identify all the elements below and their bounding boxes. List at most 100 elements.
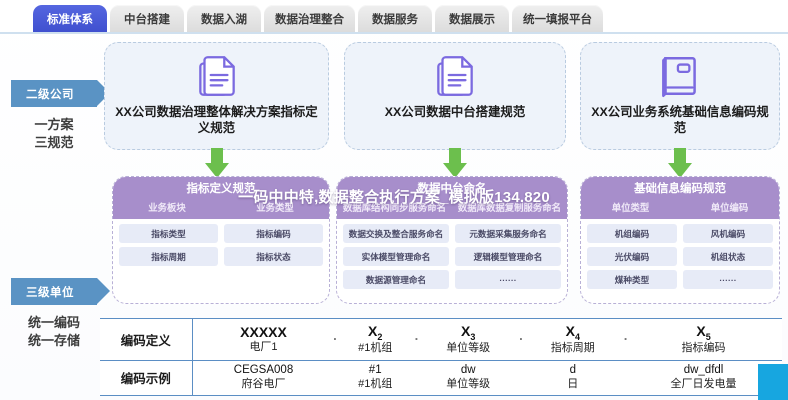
tab-unified-reporting[interactable]: 统一填报平台 [512, 5, 603, 32]
table-row: 编码定义 XXXXX 电厂1 · X2 #1机组 · X3 单位等级 · [100, 319, 782, 361]
tab-label: 数据入湖 [201, 13, 247, 26]
panel-cell[interactable]: 煤种类型 [587, 270, 677, 289]
rail-caption-line-1: 一方案 [34, 117, 74, 132]
segment-code-base: X [565, 322, 575, 339]
tab-data-service[interactable]: 数据服务 [358, 5, 432, 32]
definition-segment-3: X3 单位等级 · [415, 319, 523, 361]
definition-segment-2: X2 #1机组 · [334, 319, 419, 361]
panel-cell[interactable]: 数据源管理命名 [343, 270, 449, 289]
row-label-example: 编码示例 [100, 360, 193, 395]
panel-subheaders: 单位类型 单位编码 [581, 196, 779, 214]
panel-subheader: 数据库数据复制服务命名 [457, 202, 562, 213]
panel-row: 实体模型管理命名 逻辑模型管理命名 [343, 247, 561, 266]
segment-code: dw_dfdl [683, 364, 724, 377]
panel-subheader: 业务板块 [148, 202, 186, 213]
panel-subheader: 业务类型 [256, 202, 294, 213]
segment-meaning: 指标编码 [681, 342, 726, 355]
panel-body: 机组编码 风机编码 光伏编码 机组状态 煤种类型 ······ [581, 219, 779, 293]
segment-meaning: 电厂1 [249, 340, 278, 353]
segment-code: CEGSA008 [233, 364, 294, 377]
panel-cell[interactable]: 指标编码 [224, 224, 323, 243]
coding-rule-table: 编码定义 XXXXX 电厂1 · X2 #1机组 · X3 单位等级 · [100, 318, 782, 396]
panel-cell[interactable]: 指标类型 [119, 224, 218, 243]
card-title: XX公司数据中台搭建规范 [384, 105, 526, 119]
segment-meaning: #1机组 [358, 377, 393, 390]
panel-cell[interactable]: 数据交换及整合服务命名 [343, 224, 449, 243]
card-basic-info-coding[interactable]: XX公司业务系统基础信息编码规范 [580, 42, 780, 150]
tab-data-display[interactable]: 数据展示 [435, 5, 509, 32]
segment-code: dw [460, 364, 476, 377]
example-segment-3: dw 单位等级 [416, 360, 521, 395]
panel-cell[interactable]: 实体模型管理命名 [343, 247, 449, 266]
tab-data-lake[interactable]: 数据入湖 [187, 5, 261, 32]
segment-code: X5 [625, 323, 782, 342]
card-title: XX公司数据治理整体解决方案指标定义规范 [115, 105, 318, 135]
panel-title: 基础信息编码规范 [634, 183, 726, 195]
segment-meaning: 单位等级 [446, 342, 491, 355]
panel-body: 数据交换及整合服务命名 元数据采集服务命名 实体模型管理命名 逻辑模型管理命名 … [337, 219, 567, 293]
panel-title: 数据中台命名 [417, 183, 487, 195]
rail-caption-line-2: 统一存储 [27, 332, 80, 348]
table-row: 编码示例 CEGSA008 府谷电厂 #1 #1机组 dw 单位等级 d 日 [100, 360, 782, 395]
panel-subheader: 单位编码 [710, 202, 749, 213]
segment-meaning: 指标周期 [550, 342, 595, 355]
panel-cell[interactable]: 指标状态 [224, 247, 323, 266]
panel-row: 指标类型 指标编码 [119, 224, 323, 243]
card-indicator-definition[interactable]: XX公司数据治理整体解决方案指标定义规范 [104, 42, 329, 150]
panel-subheaders: 业务板块 业务类型 [113, 196, 329, 214]
panel-cell[interactable]: ······ [455, 270, 561, 289]
segment-meaning: 府谷电厂 [241, 377, 286, 390]
panel-row: 光伏编码 机组状态 [587, 247, 773, 266]
panel-cell[interactable]: 光伏编码 [587, 247, 677, 266]
segment-code-subscript: 3 [470, 331, 476, 342]
arrow-down-icon-2 [443, 148, 467, 178]
panel-row: 数据交换及整合服务命名 元数据采集服务命名 [343, 224, 561, 243]
panel-header: 数据中台命名 数据库结构同步服务命名 数据库数据复制服务命名 [337, 177, 567, 219]
panel-row: 煤种类型 ······ [587, 270, 773, 289]
rail-caption-level-3: 统一编码 统一存储 [4, 314, 104, 349]
panel-cell[interactable]: 逻辑模型管理命名 [455, 247, 561, 266]
panel-cell[interactable]: 指标周期 [119, 247, 218, 266]
panel-header: 基础信息编码规范 单位类型 单位编码 [581, 177, 779, 219]
segment-meaning: #1机组 [358, 342, 393, 355]
tab-label: 标准体系 [47, 13, 93, 26]
segment-code: X2 [335, 323, 416, 342]
card-title: XX公司业务系统基础信息编码规范 [591, 105, 769, 135]
segment-meaning: 单位等级 [446, 377, 491, 390]
example-segment-5: dw_dfdl 全厂日发电量 [625, 360, 782, 395]
rail-level-3: 三级单位 统一编码 统一存储 [4, 278, 110, 349]
panel-indicator-definition-spec: 指标定义规范 业务板块 业务类型 指标类型 指标编码 指标周期 指标状态 [112, 176, 330, 304]
tab-label: 数据治理整合 [275, 13, 344, 26]
panel-cell[interactable]: 风机编码 [683, 224, 773, 243]
segment-code-subscript: 4 [574, 331, 580, 342]
document-icon [198, 56, 235, 96]
panel-body: 指标类型 指标编码 指标周期 指标状态 [113, 219, 329, 270]
document-icon [437, 56, 473, 96]
segment-code: X4 [520, 323, 625, 342]
tab-data-governance[interactable]: 数据治理整合 [264, 5, 355, 32]
panel-cell[interactable]: 机组状态 [683, 247, 773, 266]
panel-cell[interactable]: ······ [683, 270, 773, 289]
segment-code-base: X [461, 322, 471, 339]
segment-code-subscript: 5 [705, 331, 711, 342]
definition-segment-1: XXXXX 电厂1 · [192, 319, 338, 361]
rail-badge-level-2: 二级公司 [11, 80, 110, 107]
panel-basic-info-coding-spec: 基础信息编码规范 单位类型 单位编码 机组编码 风机编码 光伏编码 机组状态 煤… [580, 176, 780, 304]
segment-code: XXXXX [240, 324, 287, 341]
tab-midplatform-build[interactable]: 中台搭建 [110, 5, 184, 32]
arrow-down-icon-3 [668, 148, 692, 178]
definition-segment-5: X5 指标编码 [625, 319, 782, 361]
segment-code: X3 [416, 323, 521, 342]
panel-title: 指标定义规范 [186, 183, 256, 195]
panel-cell[interactable]: 元数据采集服务命名 [455, 224, 561, 243]
rail-badge-level-3: 三级单位 [11, 278, 110, 305]
panel-cell[interactable]: 机组编码 [587, 224, 677, 243]
rail-caption-line-1: 统一编码 [27, 315, 80, 330]
rail-badge-label: 二级公司 [26, 88, 74, 101]
panel-midplatform-naming: 数据中台命名 数据库结构同步服务命名 数据库数据复制服务命名 数据交换及整合服务… [336, 176, 568, 304]
panel-header: 指标定义规范 业务板块 业务类型 [113, 177, 329, 219]
tab-label: 数据服务 [372, 13, 418, 26]
card-midplatform-spec[interactable]: XX公司数据中台搭建规范 [344, 42, 566, 150]
tab-standard-system[interactable]: 标准体系 [33, 5, 107, 32]
